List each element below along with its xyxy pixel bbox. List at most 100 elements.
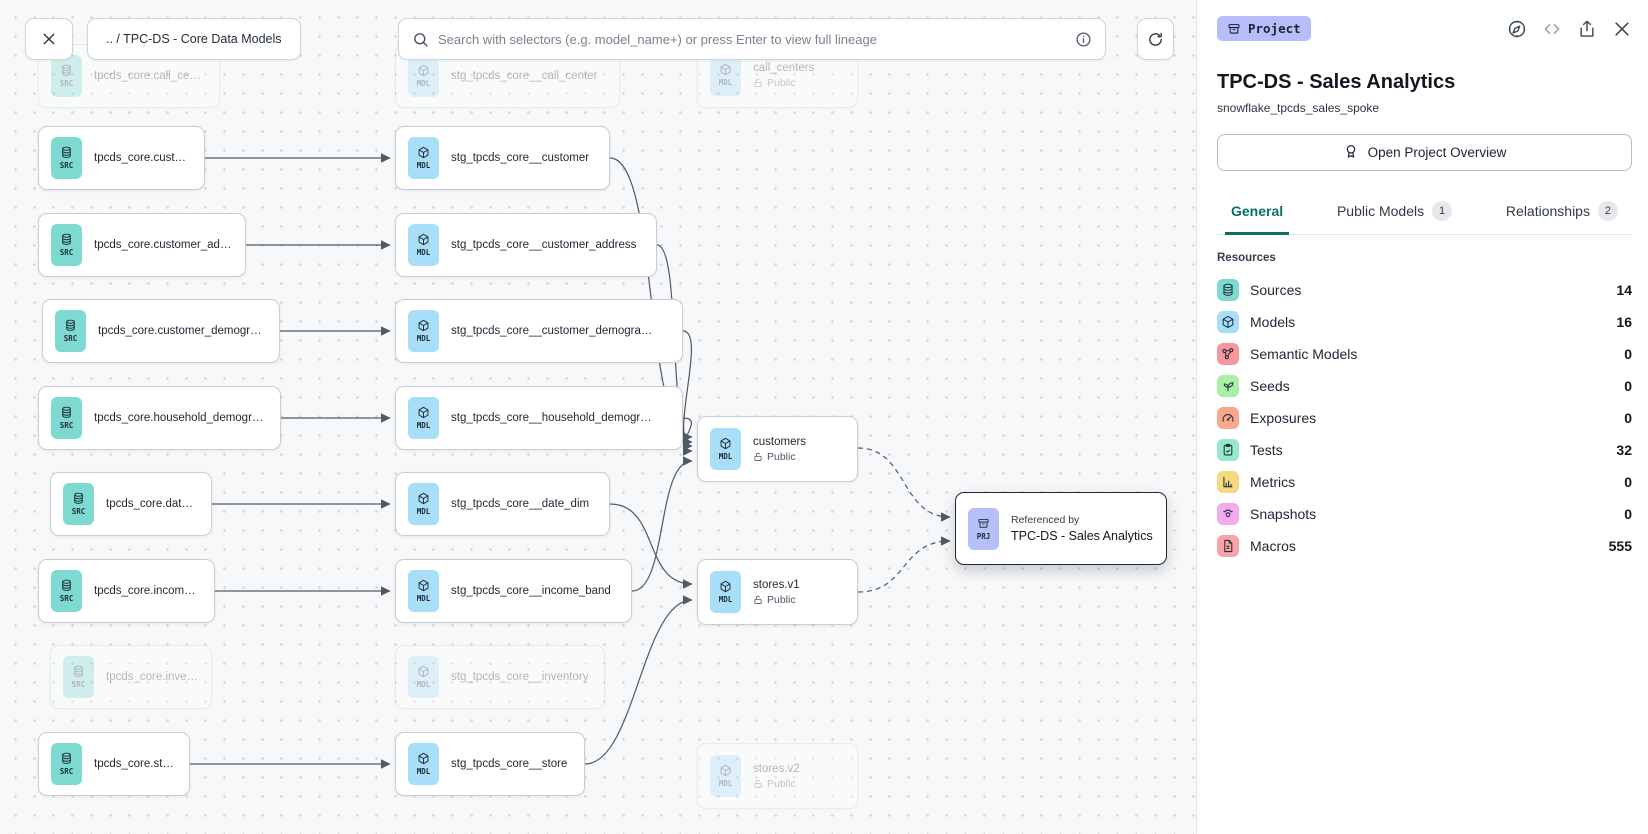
node-date-dim-src[interactable]: SRC tpcds_core.date_dim (50, 472, 212, 536)
tab-public-models[interactable]: Public Models 1 (1331, 192, 1458, 235)
close-icon (1612, 19, 1632, 39)
database-icon: SRC (51, 397, 82, 439)
node-referenced-project[interactable]: PRJReferenced byTPC-DS - Sales Analytics (955, 492, 1167, 565)
cube-icon: MDL (408, 310, 439, 352)
node-access-public: Public (753, 77, 814, 89)
node-label: tpcds_core.income_band (94, 585, 202, 597)
resource-label: Snapshots (1250, 506, 1613, 522)
node-customers[interactable]: MDLcustomersPublic (697, 416, 858, 482)
node-label: call_centers (753, 62, 814, 74)
tab-general[interactable]: General (1225, 192, 1289, 235)
database-icon: SRC (51, 55, 82, 97)
file-icon (1217, 535, 1239, 557)
close-icon (41, 31, 57, 47)
node-text: stg_tpcds_core__household_demogr… (451, 412, 652, 424)
search-bar[interactable] (398, 18, 1106, 60)
resource-label: Macros (1250, 538, 1598, 554)
node-text: tpcds_core.date_dim (106, 498, 199, 510)
resource-row-macros[interactable]: Macros555 (1217, 530, 1632, 562)
lineage-edge (683, 331, 692, 446)
resource-label: Models (1250, 314, 1605, 330)
node-income-band-src[interactable]: SRCtpcds_core.income_band (38, 559, 215, 623)
node-customer-demographics-src[interactable]: SRCtpcds_core.customer_demographics (42, 299, 280, 363)
node-text: tpcds_core.store (94, 758, 177, 770)
node-customer-src[interactable]: SRCtpcds_core.customer (38, 126, 205, 190)
node-household-demographics-src[interactable]: SRC tpcds_core.household_demographics (38, 386, 281, 450)
database-icon (1217, 279, 1239, 301)
node-store-stg[interactable]: MDLstg_tpcds_core__store (395, 732, 585, 796)
search-input[interactable] (438, 32, 1066, 47)
node-customer-address-src[interactable]: SRCtpcds_core.customer_address (38, 213, 246, 277)
node-stores-v1[interactable]: MDL stores.v1Public (697, 559, 858, 625)
node-store-src[interactable]: SRC tpcds_core.store (38, 732, 190, 796)
node-text: stg_tpcds_core__call_center (451, 70, 597, 82)
node-household-demographics-stg[interactable]: MDLstg_tpcds_core__household_demogr… (395, 386, 683, 450)
cube-icon: MDL (710, 571, 741, 613)
refresh-button[interactable] (1137, 18, 1174, 60)
node-label: stg_tpcds_core__store (451, 758, 567, 770)
resources-header: Resources (1217, 252, 1632, 264)
project-detail-panel: Project TPC-DS - Sales Analytics snowfla… (1196, 0, 1648, 834)
node-inventory-stg[interactable]: MDLstg_tpcds_core__inventory (395, 645, 605, 709)
node-customer-demographics-stg[interactable]: MDL stg_tpcds_core__customer_demogra… (395, 299, 683, 363)
resource-count: 16 (1616, 314, 1632, 330)
close-lineage-button[interactable] (25, 18, 73, 60)
cube-icon (1217, 311, 1239, 333)
cube-icon: MDL (710, 755, 741, 797)
cube-icon: MDL (408, 483, 439, 525)
clipboard-check-icon (1217, 439, 1239, 461)
node-text: stg_tpcds_core__inventory (451, 671, 588, 683)
node-text: tpcds_core.household_demographics (94, 412, 268, 424)
node-text: tpcds_core.call_center (94, 70, 207, 82)
resource-row-sources[interactable]: Sources14 (1217, 274, 1632, 306)
node-date-dim-stg[interactable]: MDL stg_tpcds_core__date_dim (395, 472, 610, 536)
open-project-overview-button[interactable]: Open Project Overview (1217, 134, 1632, 171)
node-customer-address-stg[interactable]: MDLstg_tpcds_core__customer_address (395, 213, 657, 277)
bar-chart-icon (1217, 471, 1239, 493)
view-lineage-button[interactable] (1507, 19, 1527, 39)
node-label: tpcds_core.customer_demographics (98, 325, 267, 337)
resource-list: Sources14Models16Semantic Models0Seeds0E… (1217, 274, 1632, 562)
node-text: stg_tpcds_core__store (451, 758, 567, 770)
resource-row-exposures[interactable]: Exposures0 (1217, 402, 1632, 434)
resource-row-semantic-models[interactable]: Semantic Models 0 (1217, 338, 1632, 370)
lineage-canvas[interactable]: SRCtpcds_core.call_centerMDLstg_tpcds_co… (0, 0, 1196, 834)
node-access-public: Public (753, 778, 800, 790)
view-code-button[interactable] (1542, 19, 1562, 39)
tab-count-badge: 1 (1432, 201, 1452, 221)
close-panel-button[interactable] (1612, 19, 1632, 39)
resource-row-metrics[interactable]: Metrics0 (1217, 466, 1632, 498)
node-label: tpcds_core.store (94, 758, 177, 770)
database-icon: SRC (63, 483, 94, 525)
resource-count: 0 (1624, 346, 1632, 362)
node-text: stg_tpcds_core__customer_demogra… (451, 325, 652, 337)
node-text: stg_tpcds_core__income_band (451, 585, 611, 597)
tab-relationships[interactable]: Relationships2 (1500, 192, 1624, 235)
resource-count: 0 (1624, 474, 1632, 490)
cross-project-edge (858, 448, 950, 517)
node-text: tpcds_core.inventory (106, 671, 199, 683)
node-label: tpcds_core.inventory (106, 671, 199, 683)
resource-row-tests[interactable]: Tests32 (1217, 434, 1632, 466)
resource-row-models[interactable]: Models 16 (1217, 306, 1632, 338)
node-stores-v2[interactable]: MDLstores.v2Public (697, 743, 858, 809)
database-icon: SRC (51, 743, 82, 785)
resource-label: Tests (1250, 442, 1605, 458)
tab-label: Relationships (1506, 203, 1590, 219)
resource-row-seeds[interactable]: Seeds0 (1217, 370, 1632, 402)
node-text: stg_tpcds_core__date_dim (451, 498, 589, 510)
breadcrumb[interactable]: .. / TPC-DS - Core Data Models (87, 18, 301, 60)
tab-label: Public Models (1337, 203, 1424, 219)
node-income-band-stg[interactable]: MDLstg_tpcds_core__income_band (395, 559, 632, 623)
database-icon: SRC (51, 224, 82, 266)
node-customer-stg[interactable]: MDLstg_tpcds_core__customer (395, 126, 610, 190)
share-button[interactable] (1577, 19, 1597, 39)
project-title: TPC-DS - Sales Analytics (1217, 71, 1632, 94)
node-inventory-src[interactable]: SRCtpcds_core.inventory (50, 645, 212, 709)
info-icon[interactable] (1075, 31, 1092, 48)
node-text: stores.v1Public (753, 579, 800, 606)
cube-icon: MDL (408, 224, 439, 266)
resource-label: Semantic Models (1250, 346, 1613, 362)
resource-row-snapshots[interactable]: Snapshots0 (1217, 498, 1632, 530)
resource-count: 0 (1624, 410, 1632, 426)
